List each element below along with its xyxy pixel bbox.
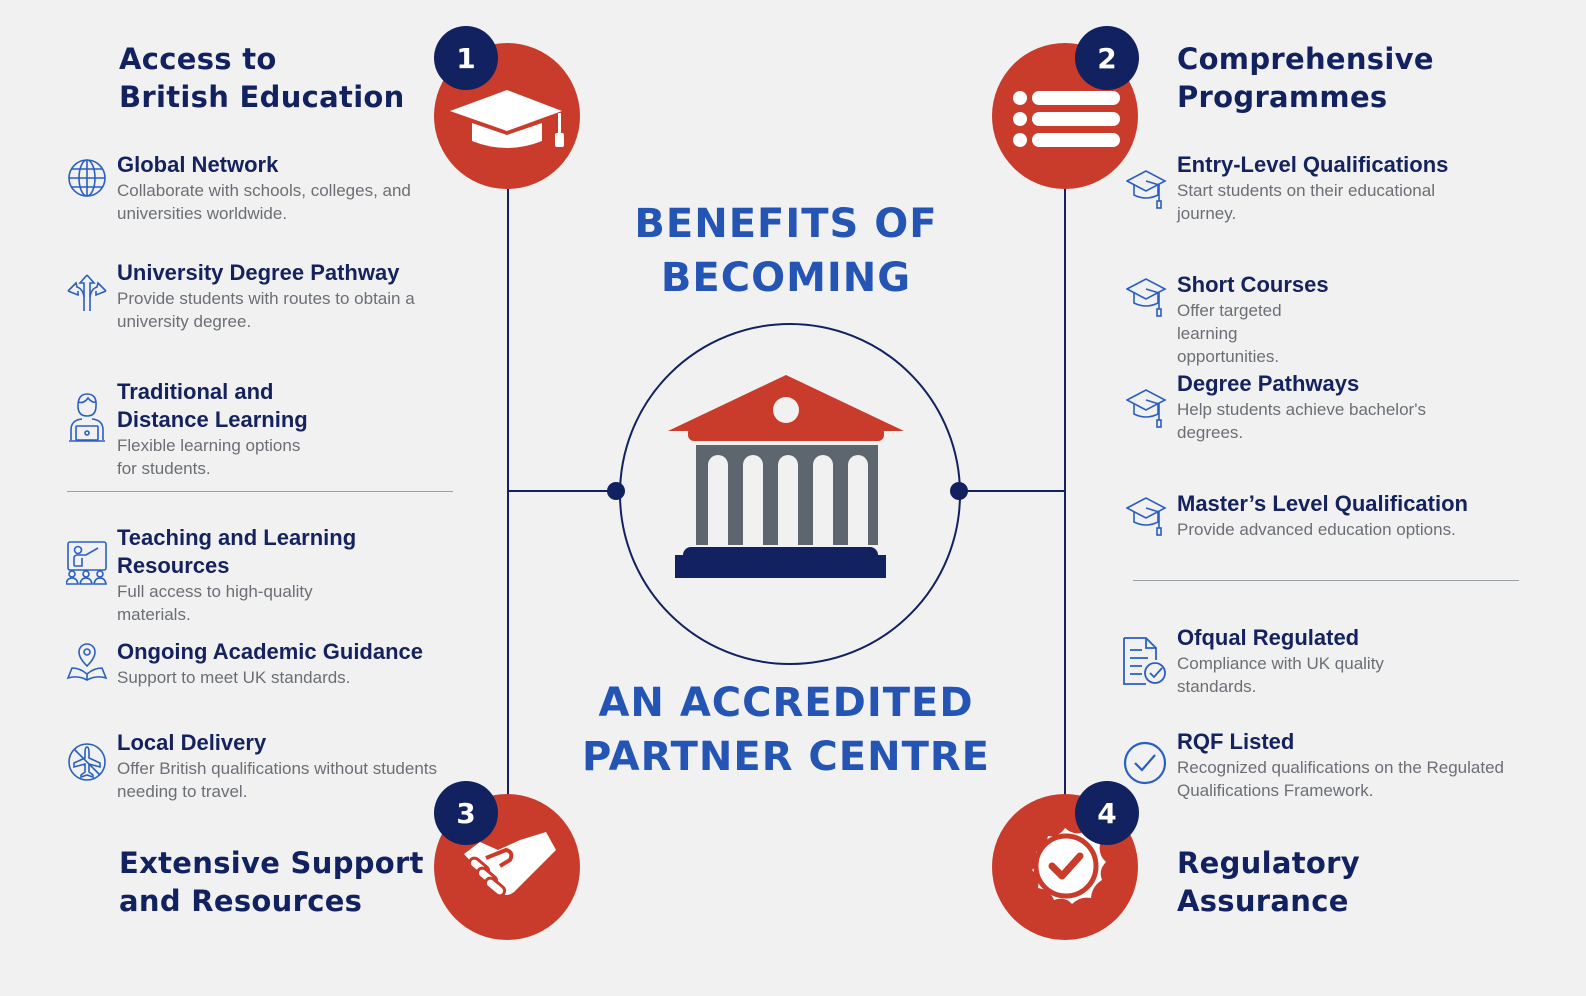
- item-title: Short Courses: [1177, 272, 1329, 297]
- item-description: Support to meet UK standards.: [117, 668, 351, 687]
- center-title-line-3: AN ACCREDITED: [598, 680, 974, 726]
- item-title: Entry-Level Qualifications: [1177, 152, 1449, 177]
- item-description: Flexible learning options for students.: [117, 436, 301, 478]
- graduation-cap-icon: [450, 90, 564, 148]
- institution-building-icon: [668, 375, 904, 578]
- item-description: Full access to high-quality materials.: [117, 582, 313, 624]
- document-check-icon: [1123, 637, 1166, 685]
- mortarboard-icon: [1126, 170, 1167, 209]
- globe-icon: [68, 159, 106, 197]
- section-4-number-badge: 4: [1075, 781, 1139, 845]
- section-4-title-line-1: Regulatory: [1177, 846, 1360, 880]
- right-divider: [1133, 580, 1519, 581]
- item-description: Recognized qualifications on the Regulat…: [1177, 758, 1505, 800]
- item-title: Ongoing Academic Guidance: [117, 639, 424, 664]
- item-description: Offer targeted learning opportunities.: [1177, 301, 1282, 366]
- item-description: Offer British qualifications without stu…: [117, 759, 438, 801]
- item-title-line-2: Distance Learning: [117, 407, 308, 432]
- left-connector-horizontal: [507, 490, 619, 492]
- section-4-title: Regulatory Assurance: [1177, 844, 1360, 920]
- section-1-title: Access to British Education: [119, 40, 405, 116]
- right-connector-vertical: [1064, 185, 1066, 795]
- section-1-title-line-1: Access to: [119, 42, 277, 76]
- section-1-title-line-2: British Education: [119, 80, 405, 114]
- section-2-title-line-2: Programmes: [1177, 80, 1388, 114]
- item-title: Ofqual Regulated: [1177, 625, 1360, 650]
- item-description: Provide students with routes to obtain a…: [117, 289, 415, 331]
- item-title: Traditional and: [117, 379, 274, 404]
- student-laptop-icon: [69, 393, 105, 442]
- mortarboard-icon: [1126, 278, 1167, 317]
- item-description: Start students on their educational jour…: [1177, 181, 1435, 223]
- circle-check-icon: [1123, 741, 1167, 785]
- item-title: Teaching and Learning: [117, 525, 357, 550]
- item-title: Local Delivery: [117, 730, 267, 755]
- handshake-icon: [464, 832, 556, 898]
- item-description: Compliance with UK quality standards.: [1177, 654, 1384, 696]
- center-title-line-4: PARTNER CENTRE: [582, 734, 990, 780]
- section-3-title-line-2: and Resources: [119, 884, 363, 918]
- right-connector-horizontal: [961, 490, 1065, 492]
- left-divider: [67, 491, 453, 492]
- section-2-title-line-1: Comprehensive: [1177, 42, 1434, 76]
- center-ring: [619, 323, 961, 665]
- section-1-number-badge: 1: [434, 26, 498, 90]
- list-icon: [1013, 91, 1120, 147]
- item-title-line-2: Resources: [117, 553, 230, 578]
- center-title-bottom: AN ACCREDITED PARTNER CENTRE: [566, 676, 1006, 784]
- item-title: Global Network: [117, 152, 279, 177]
- item-description: Collaborate with schools, colleges, and …: [117, 181, 411, 223]
- section-4-title-line-2: Assurance: [1177, 884, 1349, 918]
- mortarboard-icon: [1126, 389, 1167, 428]
- center-title-line-2: BECOMING: [660, 255, 912, 301]
- section-3-title-line-1: Extensive Support: [119, 846, 424, 880]
- mortarboard-icon: [1126, 497, 1167, 536]
- book-location-pin-icon: [66, 643, 108, 681]
- section-3-title: Extensive Support and Resources: [119, 844, 424, 920]
- item-title: RQF Listed: [1177, 729, 1295, 754]
- item-description: Provide advanced education options.: [1177, 520, 1456, 539]
- no-flight-icon: [68, 743, 106, 781]
- section-2-number-badge: 2: [1075, 26, 1139, 90]
- item-title: University Degree Pathway: [117, 260, 400, 285]
- teacher-presentation-icon: [66, 541, 107, 585]
- certified-seal-check-icon: [1032, 828, 1106, 904]
- section-2-title: Comprehensive Programmes: [1177, 40, 1434, 116]
- center-title-top: BENEFITS OF BECOMING: [586, 197, 986, 305]
- item-title: Degree Pathways: [1177, 371, 1360, 396]
- section-3-number-badge: 3: [434, 781, 498, 845]
- center-title-line-1: BENEFITS OF: [634, 201, 938, 247]
- item-description: Help students achieve bachelor's degrees…: [1177, 400, 1426, 442]
- split-arrows-icon: [67, 274, 107, 311]
- item-title: Master’s Level Qualification: [1177, 491, 1468, 516]
